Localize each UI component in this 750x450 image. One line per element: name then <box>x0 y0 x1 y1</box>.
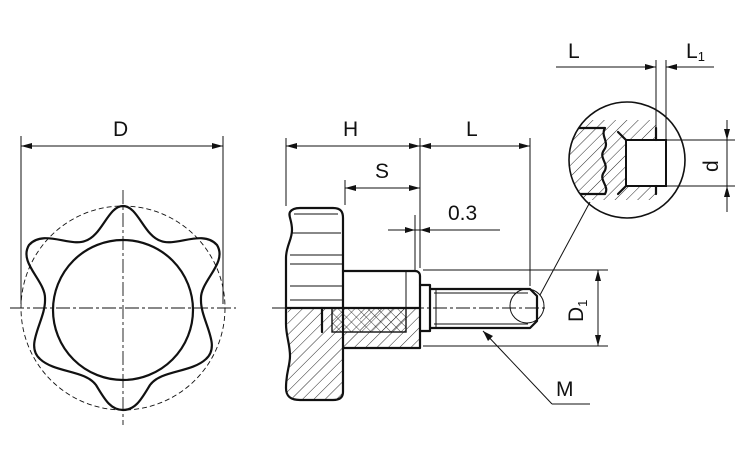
gap-label: 0.3 <box>448 202 477 225</box>
detail-d-label: d <box>700 160 723 172</box>
l-arrow-right <box>519 143 530 149</box>
gap-arrow-right <box>420 227 430 233</box>
shank-upper-outline <box>341 269 422 350</box>
m-label: M <box>556 378 574 401</box>
l-label: L <box>466 118 478 141</box>
d1-label: D1 <box>565 300 590 322</box>
d-arrow-right <box>212 143 223 149</box>
m-leader-arrow <box>483 331 493 341</box>
gap-arrow-left <box>405 227 415 233</box>
h-label: H <box>343 118 358 141</box>
d-label: D <box>113 118 128 141</box>
side-view: H L S 0.3 D1 M <box>272 118 608 405</box>
d-arrow-left <box>21 143 32 149</box>
s-arrow-right <box>409 185 420 191</box>
detail-chamfer-top <box>616 130 628 142</box>
detail-chamfer-bottom <box>616 184 628 196</box>
threaded-insert-section <box>331 307 407 333</box>
d1-arrow-bottom <box>595 335 601 346</box>
l-arrow-left <box>420 143 431 149</box>
detail-l1-label: L1 <box>686 40 705 64</box>
detail-marker-circle <box>509 288 545 324</box>
detail-circle <box>568 101 686 219</box>
s-arrow-left <box>345 185 356 191</box>
d1-arrow-top <box>595 270 601 281</box>
detail-thread-wave <box>569 126 608 196</box>
detail-l1-arrow <box>666 64 677 70</box>
stud-thread-outline <box>428 287 539 330</box>
m-leader-line <box>482 330 553 405</box>
h-arrow-right <box>409 143 420 149</box>
detail-d-arrow-top <box>724 129 730 140</box>
detail-view: L L1 d <box>556 40 735 219</box>
s-label: S <box>375 160 389 183</box>
h-arrow-left <box>286 143 297 149</box>
front-view: D <box>10 118 236 425</box>
detail-l-arrow <box>645 64 656 70</box>
detail-leader <box>539 201 591 296</box>
detail-d-arrow-bottom <box>724 186 730 197</box>
detail-bore <box>625 139 667 187</box>
detail-l-label: L <box>568 40 580 63</box>
